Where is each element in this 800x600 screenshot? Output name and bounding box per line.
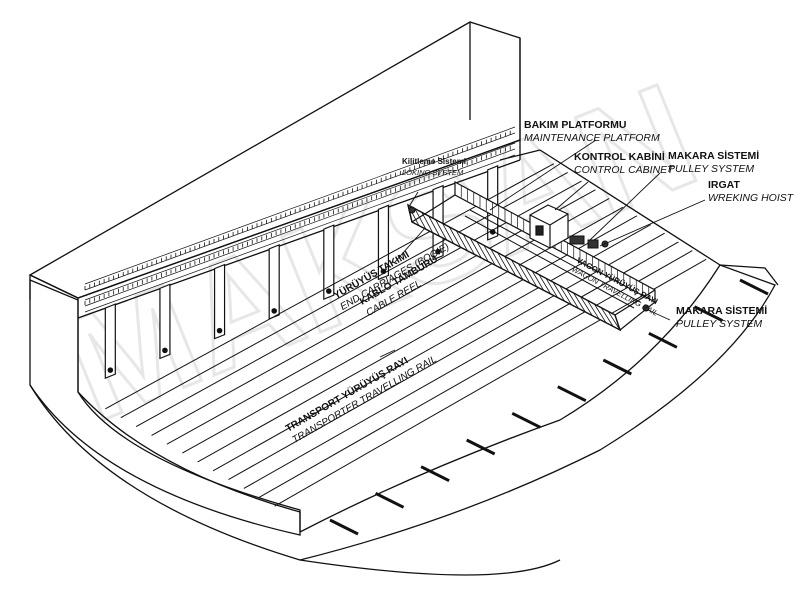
- label-pulley-top: MAKARA SİSTEMİ PULLEY SYSTEM: [668, 149, 759, 175]
- label-maintenance-en: MAINTENANCE PLATFORM: [524, 132, 660, 144]
- label-pulley-low-en: PULLEY SYSTEM: [676, 318, 762, 330]
- truss-member: [593, 303, 607, 324]
- label-pulley-top-en: PULLEY SYSTEM: [668, 163, 754, 175]
- truss-member: [442, 223, 454, 244]
- floor-slot: [420, 465, 450, 483]
- truss-member: [476, 241, 489, 262]
- truss-member: [483, 245, 496, 266]
- truss-member: [455, 230, 468, 251]
- grille-ticks: [84, 130, 511, 305]
- label-control-tr: KONTROL KABİNİ: [574, 150, 665, 163]
- truss-member: [421, 212, 434, 233]
- label-locking-tr: Kilitleme Sistemi: [402, 157, 466, 166]
- truss-member: [518, 263, 531, 284]
- truss-member: [435, 219, 448, 241]
- label-pulley-low-tr: MAKARA SİSTEMİ: [676, 304, 767, 317]
- pillar-bolt: [107, 367, 114, 373]
- label-pulley-low: MAKARA SİSTEMİ PULLEY SYSTEM: [676, 304, 767, 330]
- truss-member: [524, 267, 538, 288]
- control-cabinet: [529, 204, 569, 249]
- truss-member: [559, 285, 572, 306]
- pillar-bolt: [271, 308, 277, 314]
- truss-member: [600, 307, 614, 327]
- label-pulley-top-tr: MAKARA SİSTEMİ: [668, 149, 759, 162]
- label-maintenance-tr: BAKIM PLATFORMU: [524, 119, 626, 131]
- channel-basin: [29, 149, 779, 576]
- wall-pillar: [213, 263, 226, 340]
- floor-slot: [465, 438, 496, 456]
- truss-member: [469, 237, 482, 259]
- truss-member: [531, 270, 545, 291]
- leader-lines: [379, 139, 706, 358]
- floor-slot: [374, 491, 405, 509]
- truss-member: [607, 311, 621, 331]
- truss-member: [449, 226, 461, 248]
- pillar-bolt: [326, 288, 332, 294]
- floor-slot: [648, 331, 678, 349]
- wall-pillar: [159, 283, 171, 360]
- label-hoist: IRGAT WREKING HOIST: [708, 179, 795, 204]
- floor-rails: [105, 163, 707, 507]
- wall-pillar: [377, 204, 390, 281]
- label-locking-en: LOKING SYSTEM: [402, 168, 464, 177]
- truss-member: [462, 234, 475, 255]
- wall-pillar: [104, 303, 116, 380]
- label-control-cabinet: KONTROL KABİNİ CONTROL CABINET: [574, 150, 675, 176]
- floor-rail-line: [197, 215, 638, 463]
- wall-pillars: [104, 164, 499, 380]
- truss-member: [580, 296, 593, 316]
- truss-member: [414, 208, 427, 230]
- truss-member: [511, 259, 524, 280]
- label-locking-system: Kilitleme Sistemi LOKING SYSTEM: [402, 157, 466, 177]
- label-hoist-en: WREKING HOIST: [708, 192, 795, 204]
- floor-rail-line: [243, 241, 679, 489]
- floor-slots: [329, 278, 769, 536]
- truss-member: [490, 248, 503, 269]
- truss-member: [504, 256, 517, 277]
- truss-member: [497, 252, 510, 273]
- floor-rail-line: [212, 224, 652, 472]
- truss-member: [428, 215, 441, 237]
- floor-slot: [329, 518, 359, 536]
- truss-member: [587, 300, 600, 320]
- pillar-bolt: [216, 327, 223, 334]
- pillar-bolt: [162, 347, 168, 354]
- floor-rail-line: [274, 258, 707, 507]
- back-wall: [28, 21, 541, 392]
- floor-slot: [739, 278, 769, 296]
- truss-member: [538, 274, 552, 295]
- truss-member: [552, 281, 565, 302]
- floor-slot: [511, 411, 541, 429]
- truss-member: [573, 292, 586, 313]
- floor-slot: [693, 305, 724, 323]
- label-control-en: CONTROL CABINET: [574, 164, 675, 176]
- wall-pillar: [323, 224, 335, 301]
- wall-pillar: [268, 243, 280, 320]
- floor-slot: [557, 385, 587, 403]
- floor-rail-line: [228, 232, 665, 481]
- truss-member: [566, 289, 579, 309]
- label-hoist-tr: IRGAT: [708, 179, 740, 191]
- label-maintenance-platform: BAKIM PLATFORMU MAINTENANCE PLATFORM: [524, 119, 660, 144]
- truss-member: [545, 278, 558, 298]
- pillar-bolt: [435, 248, 441, 255]
- floor-slot: [602, 358, 633, 376]
